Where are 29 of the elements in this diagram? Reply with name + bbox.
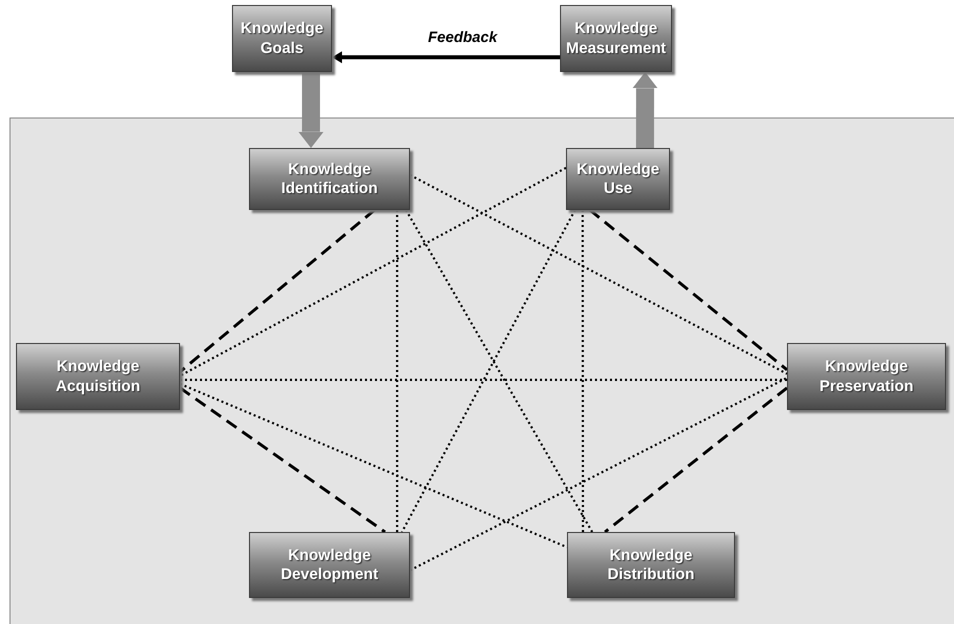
process-box: [566, 148, 670, 210]
box-label: Knowledge Preservation: [818, 357, 914, 396]
dotted-line: [180, 382, 568, 548]
dotted-line: [582, 210, 584, 532]
dotted-line: [179, 166, 567, 377]
dotted-line: [409, 174, 788, 375]
box-label: Knowledge Distribution: [606, 546, 696, 584]
process-box: [249, 532, 410, 598]
box-label: Knowledge Acquisition: [54, 357, 142, 396]
dashed-line: [179, 386, 386, 534]
dotted-line: [180, 378, 787, 381]
arrow: [298, 72, 324, 148]
dotted-line: [396, 210, 398, 532]
dashed-line: [179, 208, 376, 373]
box-label: Knowledge Goals: [240, 19, 324, 58]
dotted-line: [410, 376, 788, 572]
arrow: [332, 51, 560, 64]
box-label: Knowledge Measurement: [566, 19, 666, 58]
box-label: Knowledge Development: [280, 546, 380, 584]
process-box: [16, 343, 180, 410]
dashed-line: [588, 208, 788, 371]
dashed-line: [604, 386, 788, 534]
process-box: [560, 5, 672, 72]
box-label: Knowledge Use: [576, 160, 660, 198]
process-box: [567, 532, 735, 598]
process-box: [232, 5, 332, 72]
process-box: [787, 343, 946, 410]
box-label: Knowledge Identification: [280, 160, 379, 198]
process-box: [249, 148, 410, 210]
